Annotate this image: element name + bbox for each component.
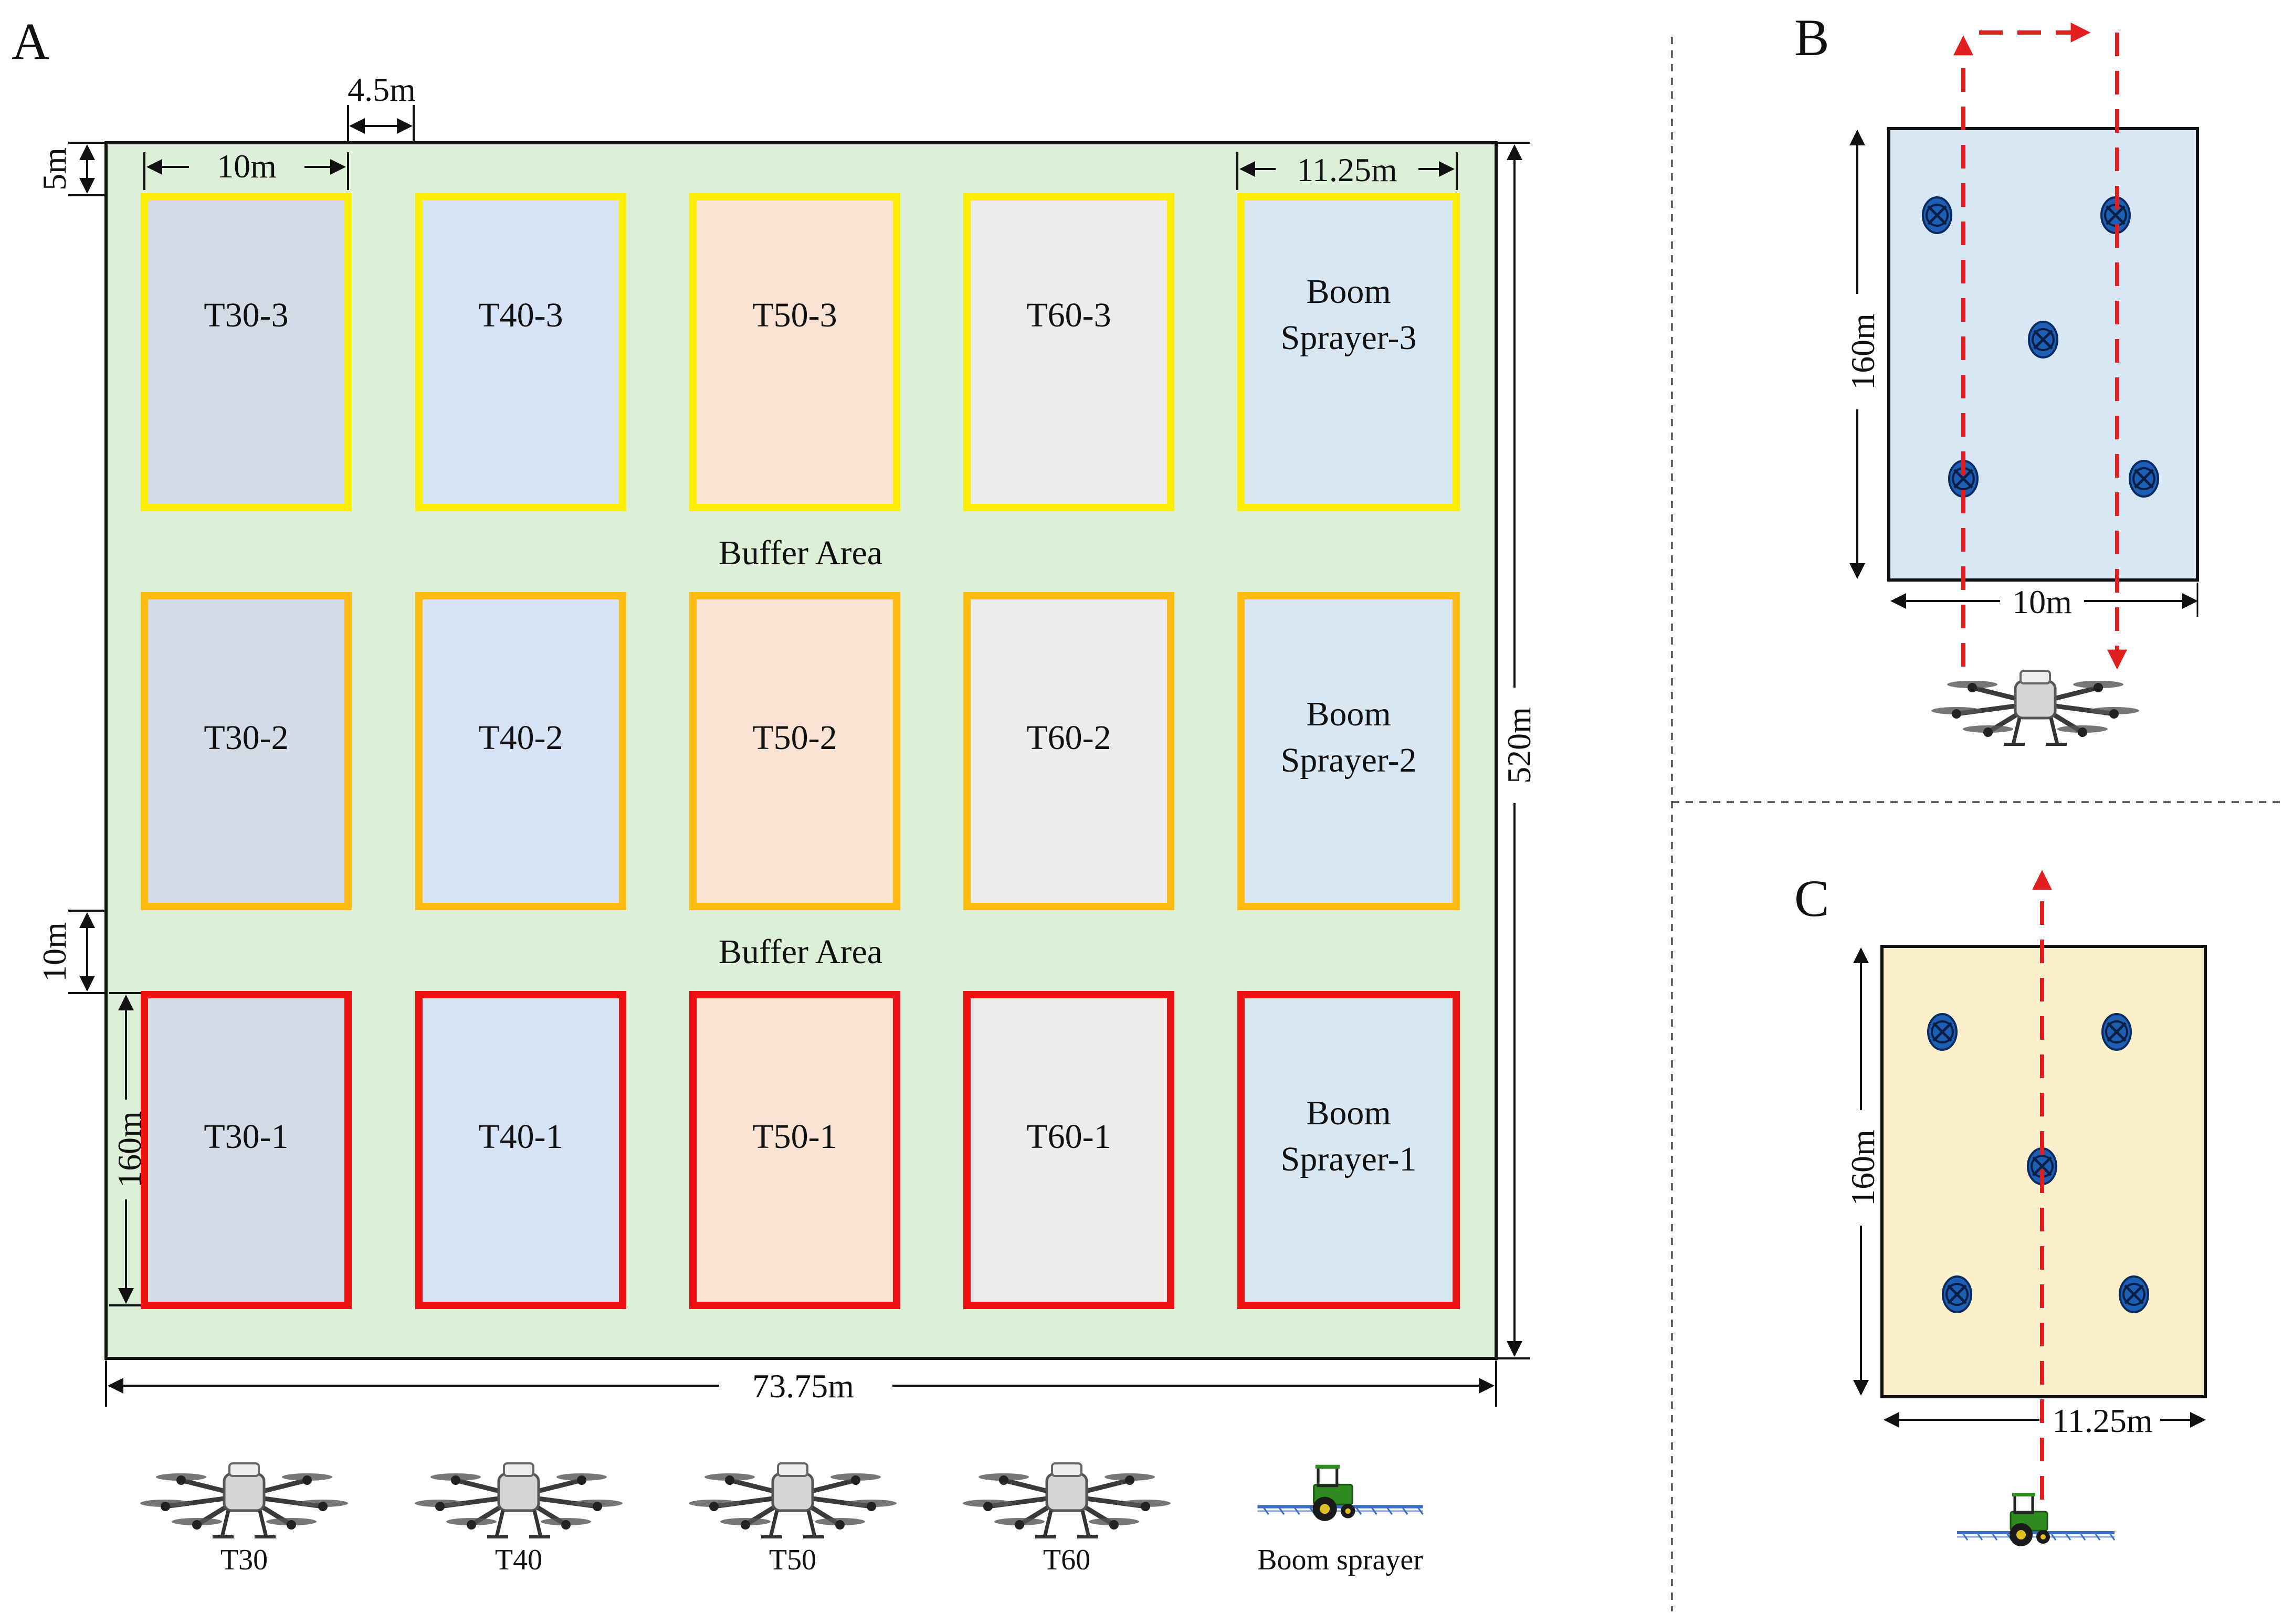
panel-c-width-label: 11.25m xyxy=(2052,1402,2152,1439)
sample-point-icon xyxy=(1927,1013,1958,1051)
plot-t40-1: T40-1 xyxy=(415,991,626,1309)
plot-width-boom-label: 11.25m xyxy=(1297,151,1397,188)
plot-label: T60-2 xyxy=(1026,719,1111,757)
plot-label: T30-3 xyxy=(204,296,288,334)
plot-t30-1: T30-1 xyxy=(141,991,352,1309)
gap-label: 4.5m xyxy=(348,71,416,108)
panel-c-tractor-sprayer-icon xyxy=(1957,1493,2116,1546)
equipment-label: T40 xyxy=(495,1544,542,1576)
buffer-area-label-lower: Buffer Area xyxy=(719,933,882,971)
panel-c-length-dim: 160m xyxy=(1844,947,1881,1396)
sample-point-icon xyxy=(1922,196,1952,234)
drone-icon xyxy=(140,1462,348,1538)
panel-b-width-label: 10m xyxy=(2012,583,2072,620)
plot-label: T30-2 xyxy=(204,719,288,757)
dimension-plot-width-drone: 10m xyxy=(143,147,349,190)
sample-point-icon xyxy=(1942,1275,1972,1313)
plot-t60-3: T60-3 xyxy=(963,193,1174,511)
plot-label: T50-1 xyxy=(752,1117,837,1156)
panel-b-flight-path xyxy=(1953,23,2127,670)
plot-label: T40-1 xyxy=(478,1117,563,1156)
plot-t60-2: T60-2 xyxy=(963,592,1174,910)
sample-point-icon xyxy=(2101,1013,2132,1051)
plot-label-line: Sprayer-2 xyxy=(1281,741,1417,779)
drone-icon xyxy=(963,1462,1171,1538)
panel-c-width-dim: 11.25m xyxy=(1884,1402,2206,1439)
plot-label-line: Boom xyxy=(1306,695,1391,733)
equipment-legend: T30 T40 T50 T60 Boom sprayer xyxy=(140,1462,1424,1576)
equipment-label: T30 xyxy=(220,1544,268,1576)
field-length-label: 520m xyxy=(1500,707,1538,784)
dimension-buffer: 10m xyxy=(36,910,106,994)
dimension-field-length: 520m xyxy=(1496,142,1538,1359)
plot-label-line: Sprayer-1 xyxy=(1281,1140,1417,1178)
tractor-sprayer-icon xyxy=(1257,1464,1424,1521)
plot-label-line: Boom xyxy=(1306,272,1391,311)
sample-point-icon xyxy=(2028,321,2058,358)
plot-t30-3: T30-3 xyxy=(141,193,352,511)
plot-t40-3: T40-3 xyxy=(415,193,626,511)
panel-b-length-dim: 160m xyxy=(1844,130,1881,579)
plot-label-line: Sprayer-3 xyxy=(1281,319,1417,357)
buffer-width-label: 10m xyxy=(36,922,73,982)
plot-label-line: Boom xyxy=(1306,1094,1391,1132)
equipment-boom-sprayer: Boom sprayer xyxy=(1257,1464,1424,1576)
equipment-label: T60 xyxy=(1043,1544,1090,1576)
panel-label-c: C xyxy=(1794,869,1829,927)
equipment-t50: T50 xyxy=(689,1462,897,1576)
plot-label: T30-1 xyxy=(204,1117,288,1156)
panel-c-length-label: 160m xyxy=(1844,1130,1881,1206)
drone-icon xyxy=(689,1462,897,1538)
drone-icon xyxy=(415,1462,623,1538)
buffer-area-label-upper: Buffer Area xyxy=(719,534,882,572)
plot-t50-1: T50-1 xyxy=(689,991,900,1309)
plot-label: T60-1 xyxy=(1026,1117,1111,1156)
plot-t30-2: T30-2 xyxy=(141,592,352,910)
field-width-label: 73.75m xyxy=(752,1367,854,1405)
sample-point-icon xyxy=(2129,460,2159,498)
plot-label: T40-2 xyxy=(478,719,563,757)
equipment-t30: T30 xyxy=(140,1462,348,1576)
panel-b-width-dim: 10m xyxy=(1890,583,2199,620)
plot-label: T50-2 xyxy=(752,719,837,757)
plot-label: T50-3 xyxy=(752,296,837,334)
plot-t50-3: T50-3 xyxy=(689,193,900,511)
equipment-label: T50 xyxy=(769,1544,816,1576)
plot-width-drone-label: 10m xyxy=(217,147,277,185)
plot-label: T60-3 xyxy=(1026,296,1111,334)
plot-t60-1: T60-1 xyxy=(963,991,1174,1309)
plot-length-label: 160m xyxy=(111,1111,148,1188)
panel-c-sample-points xyxy=(1927,1013,2149,1313)
dimension-plot-length: 160m xyxy=(109,992,148,1306)
sample-point-icon xyxy=(2119,1275,2149,1313)
panel-label-b: B xyxy=(1794,8,1829,67)
panel-label-a: A xyxy=(12,12,49,70)
plot-t40-2: T40-2 xyxy=(415,592,626,910)
dimension-field-width: 73.75m xyxy=(105,1361,1497,1407)
panel-b-length-label: 160m xyxy=(1844,313,1881,390)
dimension-margin: 5m xyxy=(36,142,106,196)
plot-t50-2: T50-2 xyxy=(689,592,900,910)
equipment-t60: T60 xyxy=(963,1462,1171,1576)
dimension-plot-width-boom: 11.25m xyxy=(1236,151,1458,190)
equipment-label: Boom sprayer xyxy=(1257,1544,1423,1576)
panel-b-drone-icon xyxy=(1931,670,2139,746)
margin-label: 5m xyxy=(36,147,73,191)
plot-label: T40-3 xyxy=(478,296,563,334)
equipment-t40: T40 xyxy=(415,1462,623,1576)
dimension-gap: 4.5m xyxy=(347,71,416,143)
